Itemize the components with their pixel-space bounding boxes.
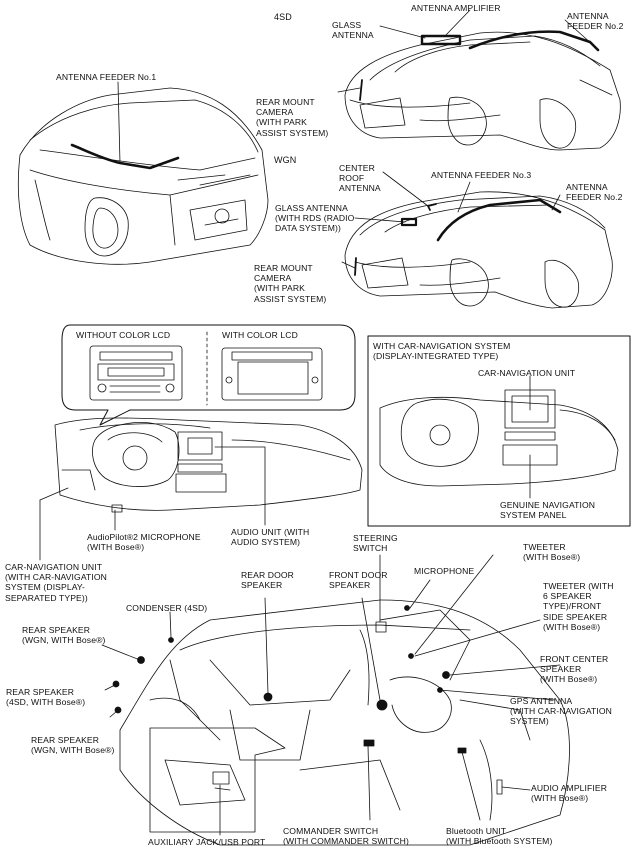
component-markers [112, 605, 503, 795]
label-steering-switch: STEERING SWITCH [353, 533, 398, 554]
antenna-amplifier-4sd [420, 34, 462, 46]
label-with-car-nav-system: WITH CAR-NAVIGATION SYSTEM (DISPLAY-INTE… [373, 341, 511, 362]
label-car-nav-unit-separated: CAR-NAVIGATION UNIT (WITH CAR-NAVIGATION… [5, 562, 107, 603]
label-rear-speaker-4sd: REAR SPEAKER (4SD, WITH Bose®) [6, 687, 86, 708]
audio-unit-without-lcd [89, 345, 183, 401]
audio-unit-callout [61, 324, 356, 426]
label-antenna-amplifier: ANTENNA AMPLIFIER [411, 3, 501, 13]
label-rear-speaker-wgn-2: REAR SPEAKER (WGN, WITH Bose®) [31, 735, 115, 756]
label-glass-antenna-wgn: GLASS ANTENNA (WITH RDS (RADIO DATA SYST… [275, 203, 355, 234]
label-microphone: MICROPHONE [414, 566, 475, 576]
label-antenna-feeder-no2-wgn: ANTENNA FEEDER No.2 [566, 182, 623, 203]
label-condenser: CONDENSER (4SD) [126, 603, 208, 613]
interior-cutaway-drawing [119, 599, 570, 846]
variant-label-wgn: WGN [274, 155, 297, 165]
label-commander-switch: COMMANDER SWITCH (WITH COMMANDER SWITCH) [283, 826, 409, 847]
label-front-center-speaker: FRONT CENTER SPEAKER (WITH Bose®) [540, 654, 609, 685]
antenna-feeder-no2-4sd-cable [468, 30, 600, 52]
antenna-feeder-no3-cable [436, 198, 562, 242]
label-antenna-feeder-no2-4sd: ANTENNA FEEDER No.2 [567, 11, 624, 32]
label-audio-amplifier: AUDIO AMPLIFIER (WITH Bose®) [531, 783, 607, 804]
label-glass-antenna-4sd: GLASS ANTENNA [332, 20, 374, 41]
label-without-color-lcd: WITHOUT COLOR LCD [76, 330, 171, 340]
label-with-color-lcd: WITH COLOR LCD [222, 330, 298, 340]
label-gps-antenna: GPS ANTENNA (WITH CAR-NAVIGATION SYSTEM) [510, 696, 612, 727]
leader-line [117, 81, 121, 164]
label-rear-speaker-wgn-1: REAR SPEAKER (WGN, WITH Bose®) [22, 625, 106, 646]
front-car-drawing [17, 87, 269, 265]
label-genuine-nav-panel: GENUINE NAVIGATION SYSTEM PANEL [500, 500, 596, 521]
aux-jack-inset [149, 727, 286, 833]
label-antenna-feeder-no1: ANTENNA FEEDER No.1 [56, 72, 157, 82]
label-front-door-speaker: FRONT DOOR SPEAKER [329, 570, 388, 591]
dashboard-drawing [54, 417, 363, 513]
nav-dashboard-drawing [379, 389, 619, 487]
label-rear-door-speaker: REAR DOOR SPEAKER [241, 570, 294, 591]
label-antenna-feeder-no3: ANTENNA FEEDER No.3 [431, 170, 532, 180]
label-tweeter-bose: TWEETER (WITH Bose®) [523, 542, 581, 563]
audio-unit-with-lcd [221, 347, 323, 401]
leader-lines-bottom [101, 554, 561, 836]
car-navigation-frame [367, 335, 631, 527]
label-rear-mount-camera-wgn: REAR MOUNT CAMERA (WITH PARK ASSIST SYST… [254, 263, 327, 304]
label-auxiliary-jack: AUXILIARY JACK/USB PORT [148, 837, 266, 847]
audio-unit-leader [214, 446, 266, 526]
label-audiopilot-microphone: AudioPilot®2 MICROPHONE (WITH Bose®) [87, 532, 201, 553]
label-car-navigation-unit: CAR-NAVIGATION UNIT [478, 368, 576, 378]
label-rear-mount-camera-4sd: REAR MOUNT CAMERA (WITH PARK ASSIST SYST… [256, 97, 329, 138]
label-tweeter-6speaker: TWEETER (WITH 6 SPEAKER TYPE)/FRONT SIDE… [543, 581, 614, 632]
sedan-rear-drawing [344, 31, 621, 151]
label-audio-unit: AUDIO UNIT (WITH AUDIO SYSTEM) [231, 527, 310, 548]
label-bluetooth-unit: Bluetooth UNIT (WITH Bluetooth SYSTEM) [446, 826, 553, 847]
variant-label-4sd: 4SD [274, 12, 292, 22]
label-center-roof-antenna: CENTER ROOF ANTENNA [339, 163, 381, 194]
